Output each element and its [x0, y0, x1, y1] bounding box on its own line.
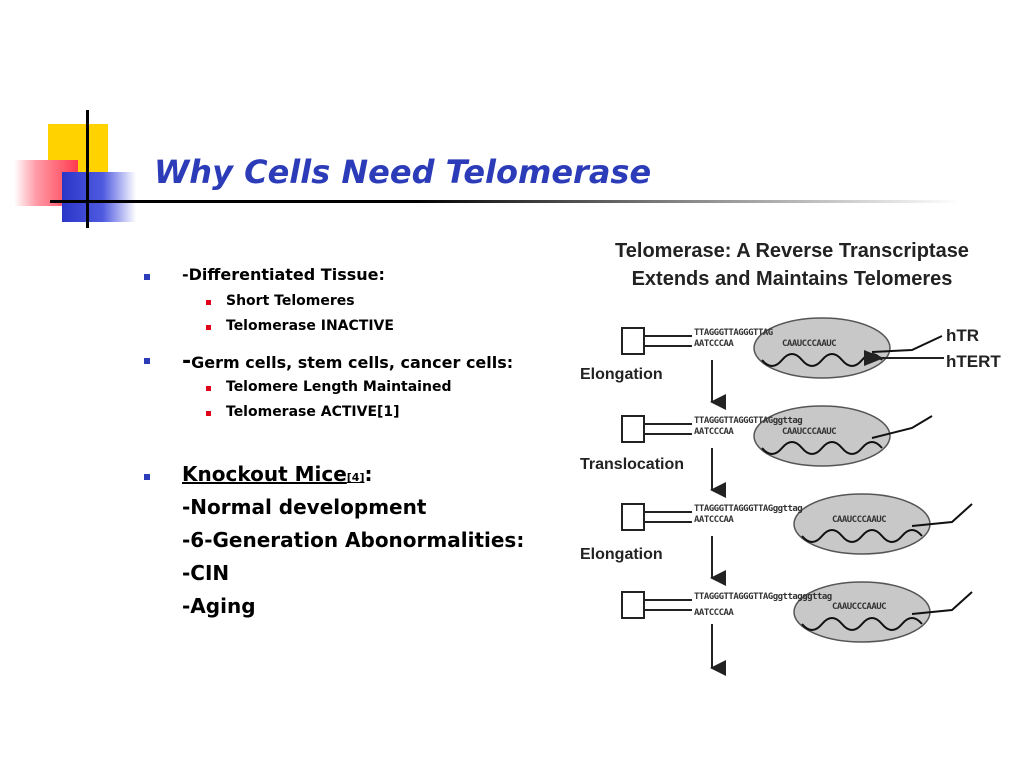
seq-1-top: TTAGGGTTAGGGTTAG: [694, 328, 773, 338]
seq-2-bottom: AATCCCAA: [694, 427, 734, 437]
sub-bullet-telomerase-active: Telomerase ACTIVE[1]: [206, 404, 400, 420]
bullet-germ-text: Germ cells, stem cells, cancer cells:: [191, 353, 514, 372]
decor-vertical-line: [86, 110, 89, 228]
line-normal-development: -Normal development: [182, 495, 427, 519]
seq-4-top: TTAGGGTTAGGGTTAGggttagggttag: [694, 592, 832, 602]
bullet-germ-cells: -Germ cells, stem cells, cancer cells:: [143, 349, 514, 374]
knockout-reference: [4]: [346, 471, 365, 484]
seq-4-bottom: AATCCCAA: [694, 608, 734, 618]
enzyme-panel-2: [621, 405, 933, 498]
line-cin: -CIN: [182, 561, 230, 585]
sub-bullet-telomerase-inactive: Telomerase INACTIVE: [206, 318, 394, 334]
telomerase-figure: Telomerase: A Reverse Transcriptase Exte…: [572, 232, 1012, 677]
enzyme-panel-1: [621, 317, 944, 410]
knockout-mice-link[interactable]: Knockout Mice: [182, 462, 347, 486]
sub-bullet-short-telomeres: Short Telomeres: [206, 293, 355, 309]
enzyme-panel-3: [621, 493, 973, 586]
label-htr: hTR: [946, 326, 980, 345]
bullet-germ-dash: -: [182, 349, 192, 374]
label-htert: hTERT: [946, 352, 1001, 371]
figure-title-line-2: Extends and Maintains Telomeres: [631, 268, 953, 290]
step-label-translocation: Translocation: [580, 456, 685, 473]
seq-1-bottom: AATCCCAA: [694, 339, 734, 349]
seq-1-rna: CAAUCCCAAUC: [782, 339, 837, 349]
figure-title-line-1: Telomerase: A Reverse Transcriptase: [615, 240, 969, 262]
sub-bullet-length-maintained: Telomere Length Maintained: [205, 379, 452, 395]
slide-content: -Differentiated Tissue: Short Telomeres …: [143, 265, 525, 618]
seq-2-rna: CAAUCCCAAUC: [782, 427, 837, 437]
seq-3-bottom: AATCCCAA: [694, 515, 734, 525]
enzyme-panel-4: [621, 581, 973, 676]
step-label-elongation-2: Elongation: [580, 546, 663, 563]
title-underline: [50, 200, 960, 203]
seq-3-rna: CAAUCCCAAUC: [832, 515, 887, 525]
bullet-differentiated-tissue: -Differentiated Tissue:: [144, 265, 385, 284]
seq-3-top: TTAGGGTTAGGGTTAGggttag: [694, 504, 803, 514]
line-aging: -Aging: [182, 594, 256, 618]
bullet-knockout-mice: Knockout Mice[4]:: [144, 462, 373, 486]
line-six-generation: -6-Generation Abonormalities:: [182, 528, 525, 552]
seq-4-rna: CAAUCCCAAUC: [832, 602, 887, 612]
knockout-colon: :: [364, 462, 373, 486]
decor-blue-square: [62, 172, 136, 222]
seq-2-top: TTAGGGTTAGGGTTAGggttag: [694, 416, 803, 426]
telomerase-diagram: [621, 317, 973, 676]
step-label-elongation-1: Elongation: [580, 366, 663, 383]
slide-title: Why Cells Need Telomerase: [154, 153, 652, 191]
